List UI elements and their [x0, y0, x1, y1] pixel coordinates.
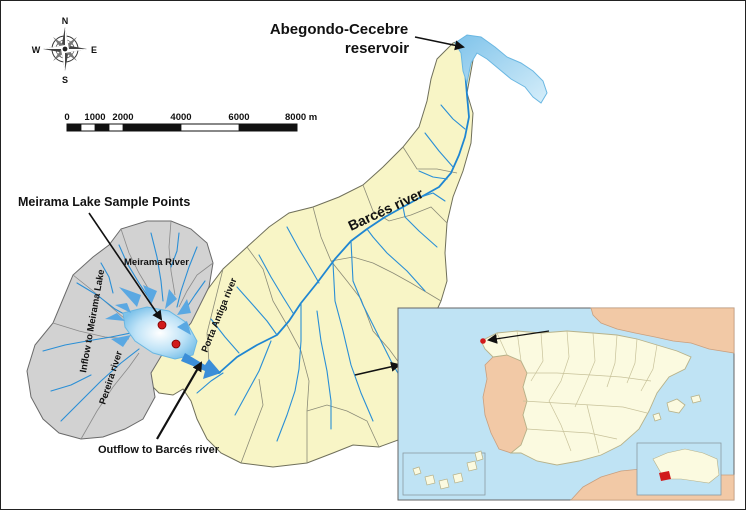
- sub-basin-divide: [330, 256, 442, 302]
- sub-basin-divide: [402, 146, 458, 174]
- outflow-pointer: [156, 361, 203, 440]
- meirama-stream: [118, 244, 152, 302]
- barces-tributary: [418, 170, 448, 180]
- reservoir-label: reservoir: [345, 40, 409, 57]
- sub-basin-divide: [206, 268, 224, 364]
- barces-tributary: [424, 132, 454, 168]
- inset-map-spain: [397, 307, 735, 501]
- sample-point: [157, 320, 167, 330]
- inset-pointer: [354, 361, 401, 376]
- scale-tick-label: 1000: [84, 112, 105, 123]
- meirama-stream: [186, 280, 206, 308]
- sub-basin-divide: [362, 184, 448, 224]
- outflow-label: Outflow to Barcés river: [98, 444, 220, 456]
- meirama-stream: [170, 232, 180, 268]
- barces-tributary: [196, 372, 224, 394]
- compass-s: S: [62, 75, 68, 85]
- reservoir-label: Abegondo-Cecebre: [270, 21, 408, 38]
- inset-location-pointer: [487, 330, 550, 344]
- barces-tributary: [234, 340, 272, 416]
- scale-tick-label: 0: [64, 112, 69, 123]
- inflow-arrows: [105, 285, 191, 347]
- reservoir-pointer: [414, 36, 465, 51]
- scale-tick-label: 2000: [112, 112, 133, 123]
- barces-tributary: [420, 192, 446, 202]
- abegondo-cecebre-reservoir: [454, 34, 548, 104]
- compass-n: N: [62, 16, 69, 26]
- sub-basin-divide: [120, 228, 152, 294]
- compass-rose: [43, 27, 87, 71]
- meirama-stream: [50, 374, 92, 392]
- barces-tributary: [210, 318, 240, 354]
- barces-basin: [140, 36, 476, 468]
- barces-tributary: [332, 262, 374, 422]
- balearic-islands: [666, 398, 686, 414]
- sub-basin-divide: [246, 246, 310, 463]
- compass-w: W: [32, 45, 41, 55]
- barces-tributary: [258, 254, 294, 314]
- meirama-stream: [150, 232, 164, 302]
- scale-tick-label: 8000 m: [285, 112, 317, 123]
- sub-basin-divide: [80, 352, 140, 440]
- barces-tributary: [236, 286, 278, 336]
- barces-tributary: [286, 226, 320, 284]
- canary-islands: [412, 450, 484, 490]
- spain: [480, 330, 692, 466]
- study-area-point: [480, 338, 486, 344]
- sub-basin-divide: [168, 220, 176, 296]
- barces-tributary: [402, 206, 438, 248]
- meirama-stream: [42, 332, 132, 352]
- france: [590, 307, 735, 354]
- barces-tributary: [440, 104, 466, 130]
- meirama-river-label: Meirama River: [124, 257, 189, 268]
- scale-bar: [66, 123, 298, 132]
- spain-locator: [659, 471, 671, 481]
- compass-e: E: [91, 45, 97, 55]
- meirama-stream: [60, 348, 140, 422]
- sample-point: [171, 339, 181, 349]
- barces-tributary: [366, 228, 426, 292]
- meirama-stream: [100, 262, 114, 294]
- sub-basin-divide: [240, 378, 264, 464]
- sample-points-pointer: [88, 212, 163, 321]
- sub-basin-divide: [178, 262, 214, 308]
- meirama-stream: [176, 246, 198, 308]
- scale-tick-label: 4000: [170, 112, 191, 123]
- sample-points-label: Meirama Lake Sample Points: [18, 195, 190, 209]
- sub-basin-divide: [306, 404, 380, 448]
- barces-main-river: [218, 46, 470, 374]
- barces-tributary: [316, 310, 332, 430]
- scale-tick-label: 6000: [228, 112, 249, 123]
- barces-tributary: [276, 302, 302, 442]
